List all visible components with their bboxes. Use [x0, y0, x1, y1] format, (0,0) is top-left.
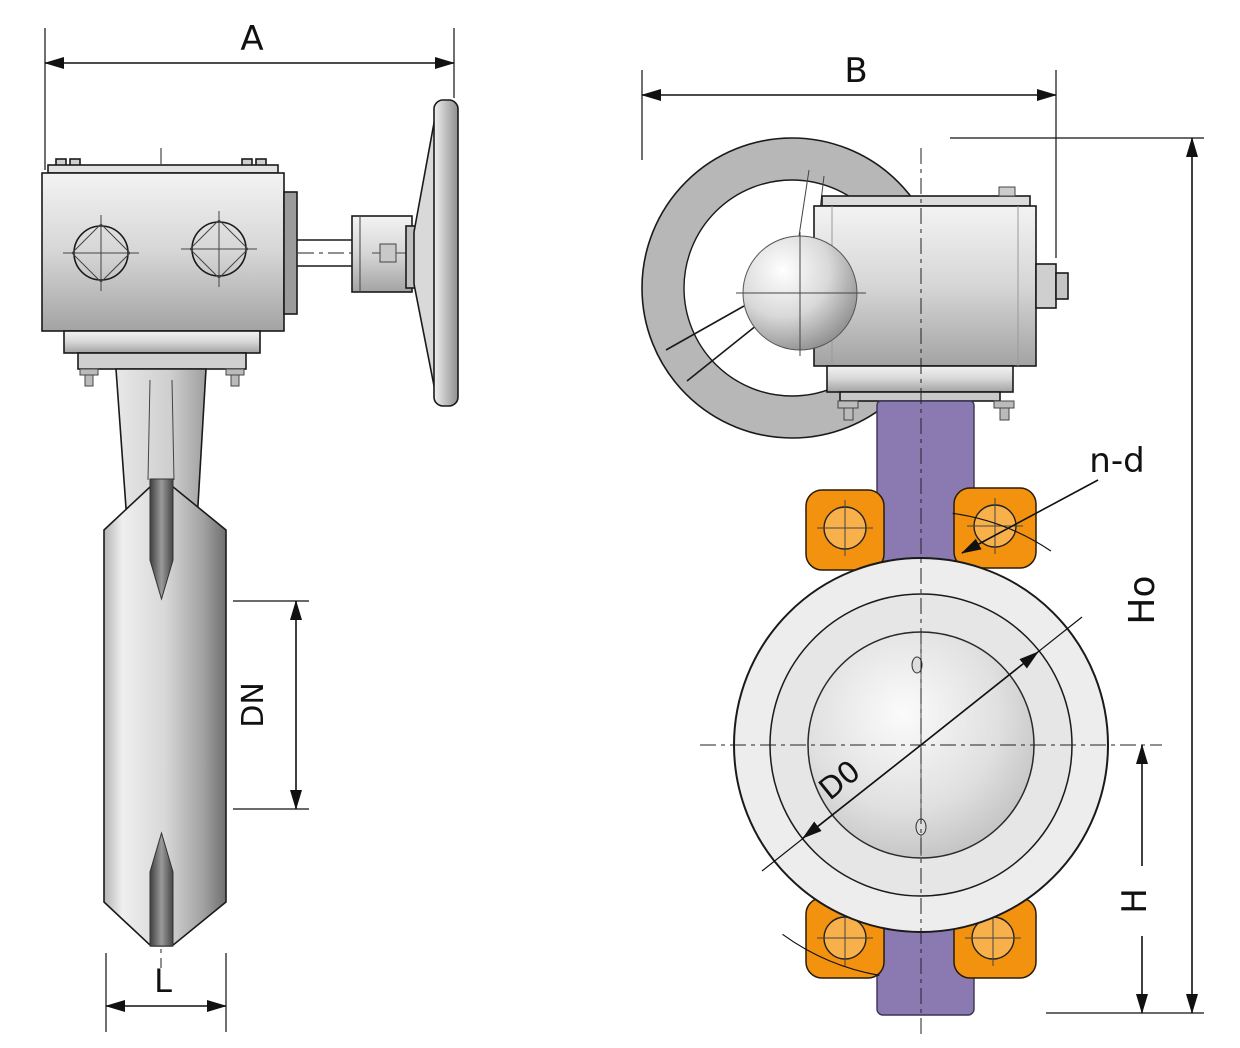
- bolt-icon: [998, 186, 1016, 197]
- ball-knob: [736, 232, 866, 356]
- dimension-h0: Ho: [950, 137, 1204, 1014]
- front-view: D0 n-d B Ho H: [641, 51, 1204, 1036]
- dimension-dn-label: DN: [236, 682, 271, 728]
- gearbox-flange-front: [826, 365, 1014, 393]
- dimension-a-label: A: [240, 19, 263, 59]
- gearbox-body-side: [41, 172, 285, 332]
- gearbox-cap-front: [821, 195, 1031, 207]
- dimension-b: B: [641, 51, 1057, 258]
- bolt-icon: [993, 400, 1015, 409]
- gearbox-port-left: [63, 215, 139, 291]
- shaft-slot-bottom: [149, 831, 174, 947]
- wheel-cone: [413, 111, 437, 397]
- gearbox-cap: [47, 164, 279, 174]
- bolt-circle-arc: [782, 933, 880, 976]
- wheel-rim-side: [433, 99, 459, 407]
- dimension-h-label: H: [1115, 888, 1155, 914]
- dimension-h: H: [1115, 744, 1155, 1014]
- dimension-b-label: B: [844, 51, 867, 91]
- handwheel-side: [297, 99, 459, 407]
- dimension-h0-label: Ho: [1122, 575, 1163, 624]
- gearbox-port-right: [181, 211, 257, 287]
- n-d-label: n-d: [1089, 441, 1144, 481]
- bolt-icon: [837, 400, 859, 409]
- dimension-l-label: L: [154, 962, 172, 1000]
- bolt-circle-arc: [952, 512, 1052, 552]
- bolt-icon: [225, 368, 245, 376]
- wheel-spoke: [686, 324, 758, 382]
- bolt-icon: [843, 407, 854, 421]
- gearbox-side: [41, 158, 298, 332]
- wheel-spoke: [665, 305, 745, 351]
- side-view: A DN L: [41, 19, 459, 1032]
- bolt-icon: [79, 368, 99, 376]
- dimension-a: A: [44, 19, 455, 170]
- stem-nut: [379, 243, 397, 263]
- bolt-icon: [999, 407, 1010, 421]
- bolt-icon: [84, 374, 94, 387]
- input-shaft-nut: [1055, 272, 1069, 300]
- disc-screw-icon: [911, 656, 923, 674]
- dimension-l: L: [105, 953, 227, 1032]
- bolt-icon: [230, 374, 240, 387]
- lug-top-right: [953, 487, 1037, 569]
- input-shaft-cover: [1035, 263, 1057, 309]
- callout-n-d: n-d: [961, 441, 1145, 554]
- gearbox-side-plate: [283, 191, 298, 315]
- shaft-slot-top: [149, 478, 174, 601]
- mounting-flange-side: [63, 330, 261, 387]
- dimension-dn: DN: [233, 600, 309, 810]
- lug-top-left: [805, 489, 885, 571]
